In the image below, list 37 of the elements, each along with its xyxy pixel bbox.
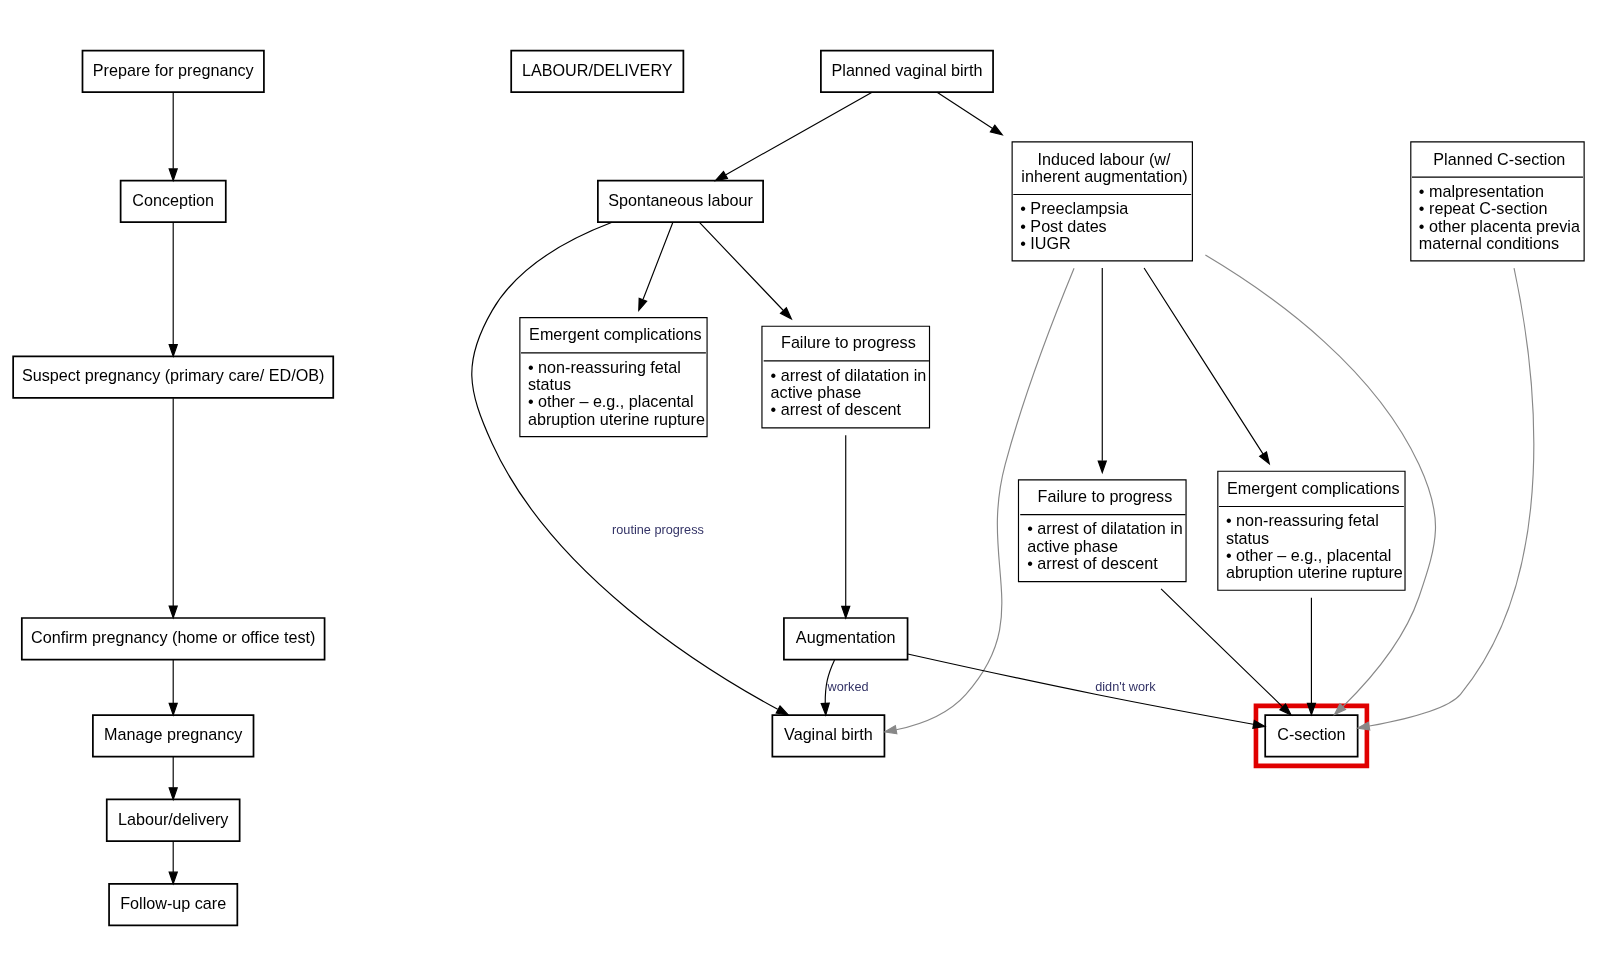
edge-label: didn't work — [1095, 678, 1156, 694]
node-box: C-section — [1264, 714, 1359, 758]
edge-label: worked — [827, 678, 869, 694]
arrow — [168, 840, 179, 886]
node-box: Follow-up care — [108, 882, 239, 927]
arrow — [1097, 267, 1108, 475]
arrow — [713, 91, 873, 182]
node-box: Augmentation — [783, 617, 909, 661]
arrow — [840, 434, 851, 620]
node-box: Labour/delivery — [105, 798, 241, 842]
arrow — [820, 659, 836, 717]
arrow — [638, 221, 674, 313]
arrow — [168, 756, 179, 802]
arrow — [168, 221, 179, 358]
node-box: Prepare for pregnancy — [81, 49, 265, 94]
arrow — [1160, 588, 1293, 717]
node-box: Spontaneous labour — [597, 179, 764, 224]
node-box: Conception — [119, 179, 227, 224]
arrow — [1143, 267, 1271, 466]
node-box: Planned vaginal birth — [820, 49, 994, 94]
arrow — [698, 221, 793, 321]
arrow — [168, 397, 179, 620]
edge-label: routine progress — [612, 521, 704, 537]
node-box: Confirm pregnancy (home or office test) — [20, 617, 326, 661]
arrow — [1306, 597, 1317, 717]
node-box: Vaginal birth — [771, 714, 886, 758]
arrow — [471, 221, 790, 716]
node-box: Suspect pregnancy (primary care/ ED/OB) — [12, 355, 335, 399]
arrow — [168, 91, 179, 183]
arrow — [168, 659, 179, 717]
arrow — [1204, 254, 1436, 716]
node-box: Manage pregnancy — [92, 714, 255, 758]
arrow — [1355, 267, 1535, 731]
node-box: LABOUR/DELIVERY — [510, 49, 685, 94]
arrow — [907, 653, 1267, 730]
arrow — [883, 267, 1075, 735]
arrow — [936, 91, 1004, 136]
